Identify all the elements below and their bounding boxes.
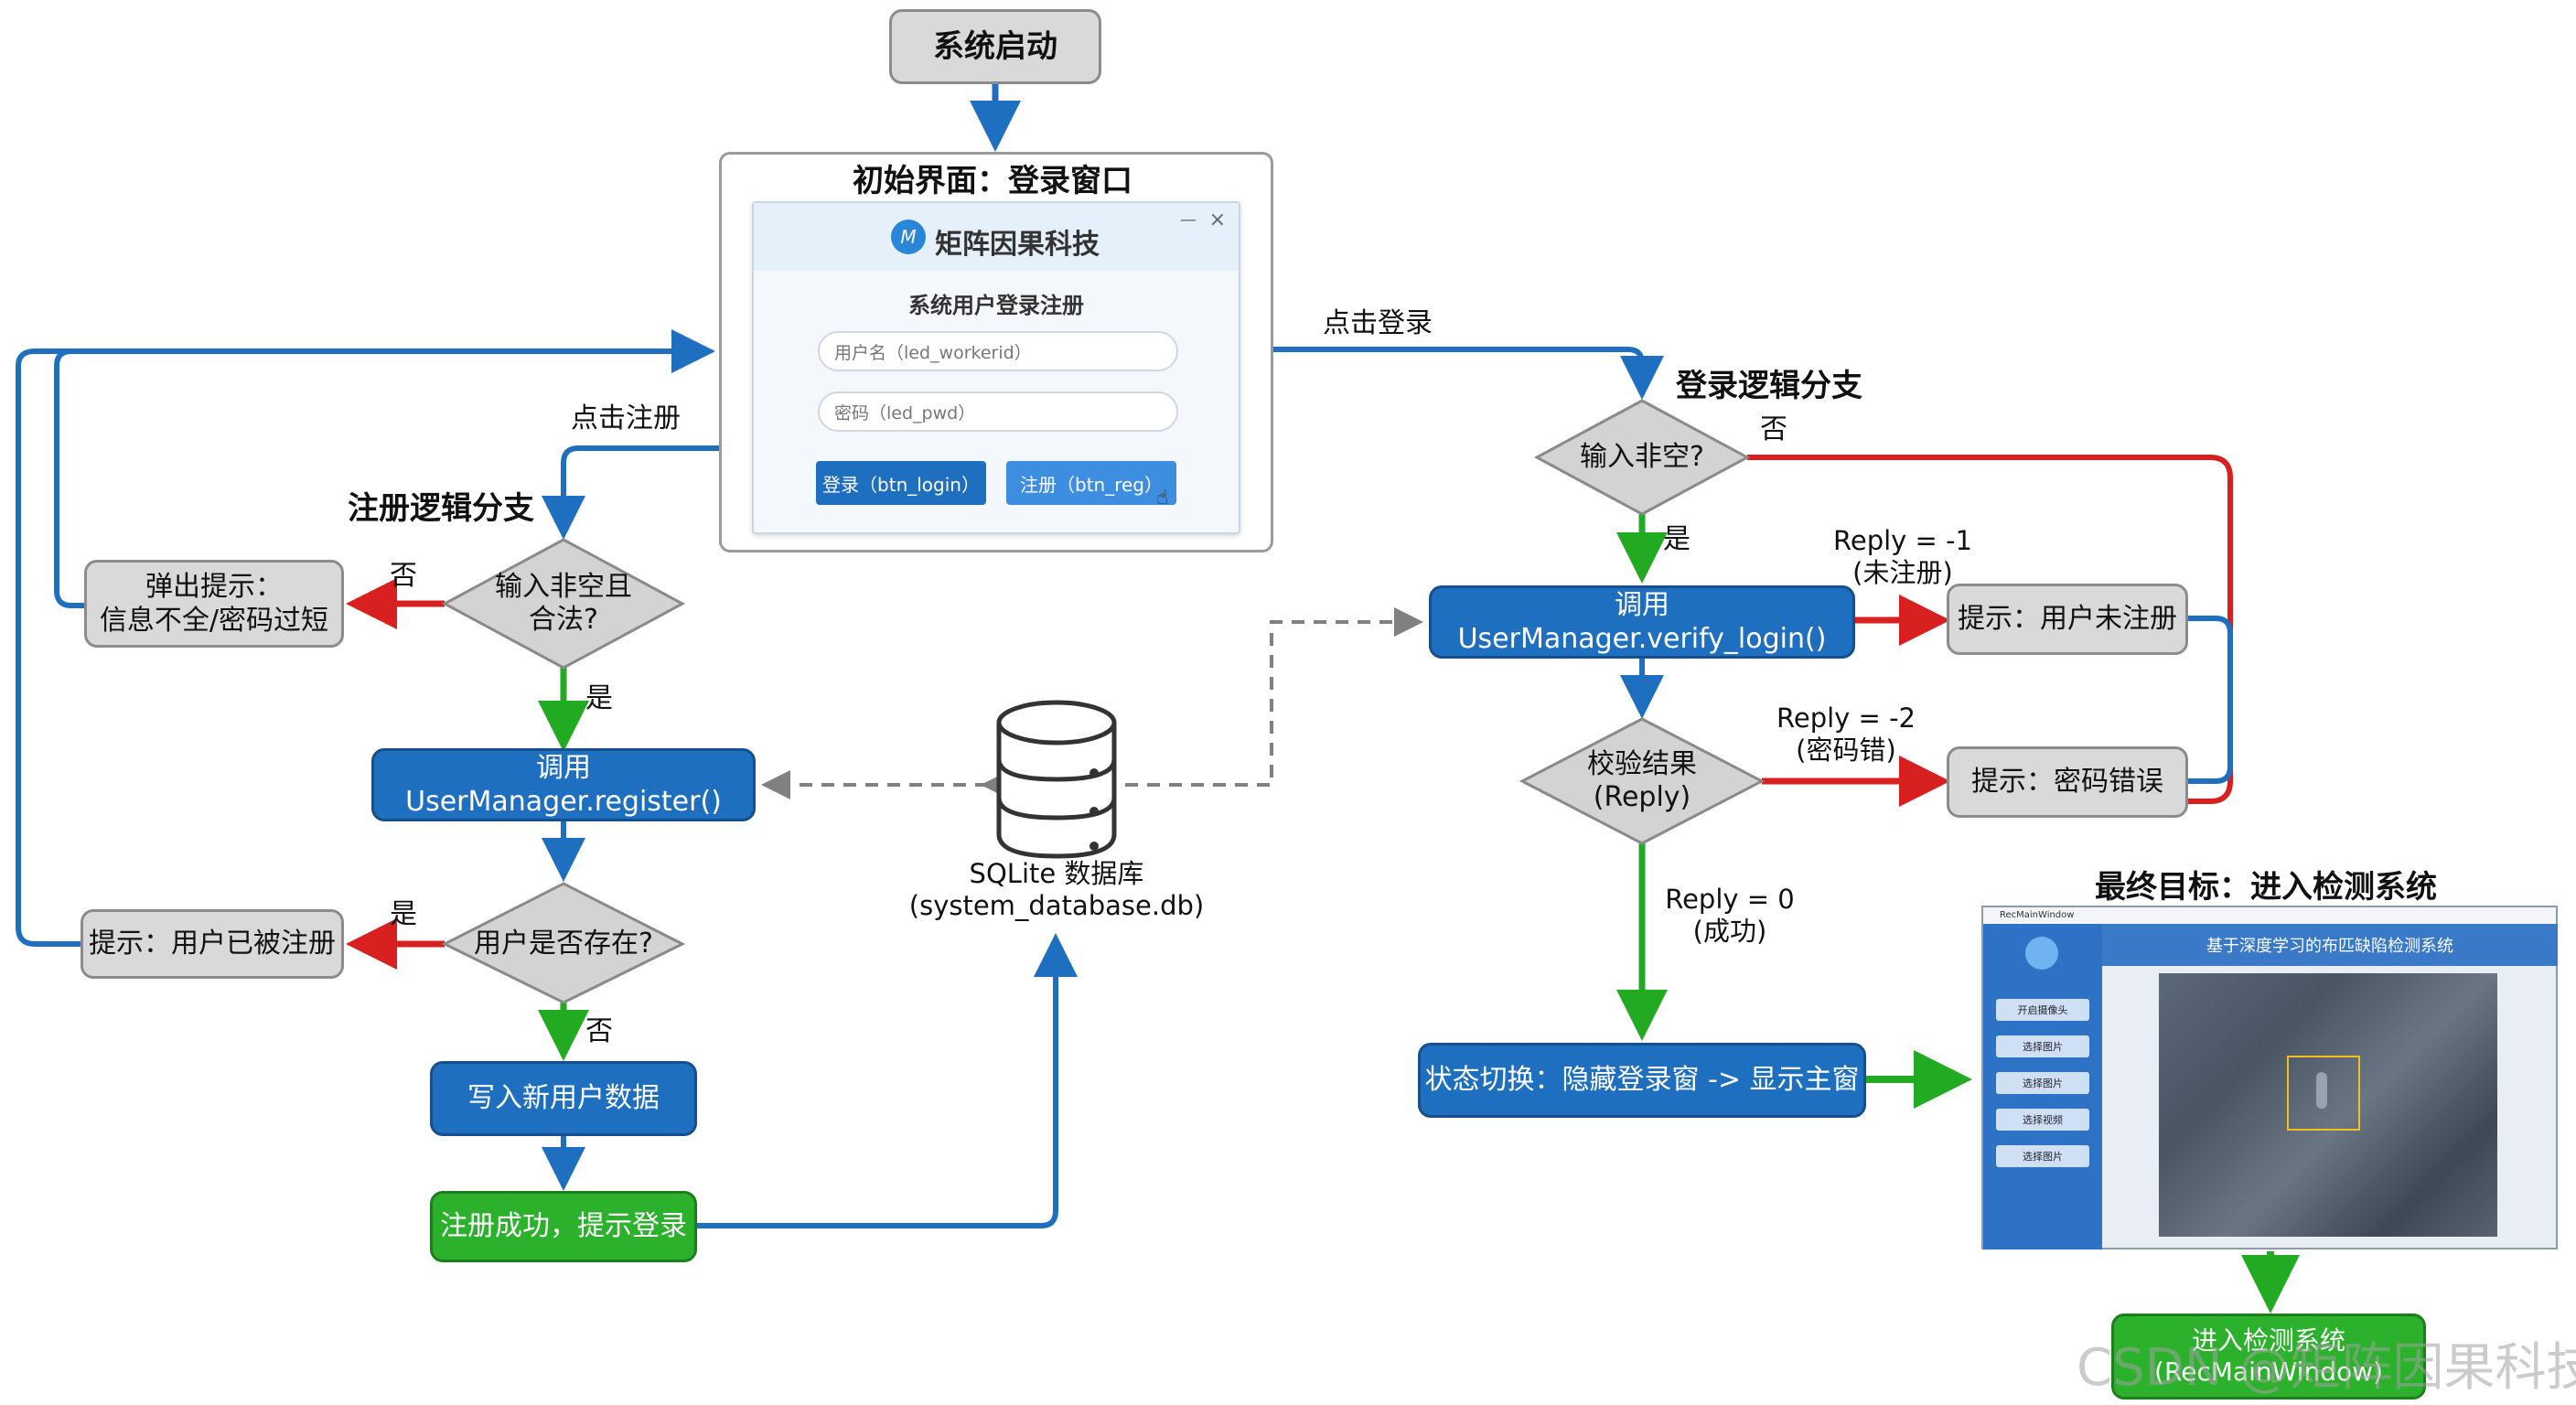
login-header: M 矩阵因果科技 — ×: [754, 203, 1239, 271]
edge-registered-loop: [16, 349, 704, 947]
main-window-titlebar: RecMainWindow: [1983, 907, 2556, 924]
user-registered-tip: 提示：用户已被注册: [80, 909, 344, 979]
login-window-title: 初始界面：登录窗口: [853, 163, 1132, 199]
final-goal-title: 最终目标：进入检测系统: [2095, 869, 2437, 906]
verify-result-diamond: [1519, 717, 1766, 845]
call-register-node: 调用 UserManager.register(): [371, 748, 756, 821]
minimize-icon[interactable]: —: [1180, 210, 1197, 230]
label-reply-minus1: Reply = -1 (未注册): [1833, 525, 1972, 588]
edge-success-db: [697, 933, 1078, 1228]
cursor-icon: ☝: [1156, 487, 1169, 509]
app-logo-icon: [2025, 937, 2058, 970]
database-label: SQLite 数据库 (system_database.db): [908, 858, 1205, 921]
label-yes-reg: 是: [585, 682, 613, 714]
mw-button-image-2[interactable]: 选择图片: [1996, 1072, 2089, 1094]
brand-logo-icon: M: [891, 220, 926, 254]
label-yes-login: 是: [1663, 523, 1690, 555]
reg-popup: 弹出提示： 信息不全/密码过短: [84, 560, 344, 648]
edge-tips-loop: [2188, 616, 2233, 784]
mw-button-video[interactable]: 选择视频: [1996, 1109, 2089, 1131]
user-exists-text: 用户是否存在?: [474, 928, 653, 960]
edge-click-login: [1273, 347, 1664, 400]
label-no-reg: 否: [390, 560, 417, 592]
label-click-login: 点击登录: [1323, 307, 1433, 339]
detection-box: [2287, 1056, 2360, 1131]
main-window-preview: RecMainWindow 开启摄像头 选择图片 选择图片 选择视频 选择图片 …: [1981, 906, 2558, 1249]
login-check-diamond: [1533, 399, 1751, 516]
reg-success-node: 注册成功，提示登录: [430, 1191, 697, 1262]
label-click-register: 点击注册: [571, 402, 681, 434]
login-check-text: 输入非空?: [1580, 441, 1704, 473]
verify-result-text: 校验结果 (Reply): [1587, 748, 1697, 813]
label-yes-exists: 是: [390, 898, 417, 930]
close-icon[interactable]: ×: [1208, 209, 1226, 231]
register-branch-title: 注册逻辑分支: [348, 490, 534, 527]
login-branch-title: 登录逻辑分支: [1676, 368, 1862, 404]
mw-button-image-3[interactable]: 选择图片: [1996, 1145, 2089, 1167]
edge-click-register: [542, 445, 719, 540]
start-node: 系统启动: [889, 9, 1101, 84]
label-no-login: 否: [1760, 413, 1787, 445]
label-no-exists: 否: [585, 1015, 613, 1047]
fabric-image: [2159, 973, 2497, 1237]
mw-button-image-1[interactable]: 选择图片: [1996, 1035, 2089, 1057]
reg-check-text: 输入非空且 合法?: [495, 571, 632, 636]
label-reply-minus2: Reply = -2 (密码错): [1776, 702, 1916, 766]
watermark: CSDN @矩阵因果科技: [2077, 1338, 2576, 1398]
edge-db-verify: [1125, 607, 1423, 787]
reg-check-diamond: [441, 538, 686, 670]
user-exists-diamond: [441, 882, 686, 1004]
defect-mark: [2316, 1072, 2327, 1109]
write-user-node: 写入新用户数据: [430, 1061, 697, 1136]
switch-state-node: 状态切换：隐藏登录窗 -> 显示主窗: [1418, 1043, 1866, 1118]
call-verify-node: 调用 UserManager.verify_login(): [1429, 585, 1855, 659]
database-icon: [996, 700, 1117, 859]
username-input[interactable]: 用户名（led_workerid）: [818, 331, 1178, 371]
password-input[interactable]: 密码（led_pwd）: [818, 391, 1178, 432]
register-button[interactable]: 注册（btn_reg）: [1006, 461, 1176, 505]
login-brand: 矩阵因果科技: [935, 229, 1100, 261]
enter-system-node: 进入检测系统 (RecMainWindow): [2111, 1314, 2426, 1400]
mw-button-camera[interactable]: 开启摄像头: [1996, 999, 2089, 1021]
main-window-sidebar: 开启摄像头 选择图片 选择图片 选择视频 选择图片: [1983, 924, 2102, 1249]
login-button[interactable]: 登录（btn_login）: [816, 461, 986, 505]
tip-wrong-pwd: 提示：密码错误: [1947, 746, 2188, 818]
label-reply-0: Reply = 0 (成功): [1665, 884, 1795, 947]
login-window: M 矩阵因果科技 — × 系统用户登录注册 用户名（led_workerid） …: [752, 201, 1240, 534]
main-window-banner: 基于深度学习的布匹缺陷检测系统: [2102, 924, 2558, 966]
login-heading: 系统用户登录注册: [908, 293, 1084, 318]
tip-unregistered: 提示：用户未注册: [1947, 584, 2188, 655]
